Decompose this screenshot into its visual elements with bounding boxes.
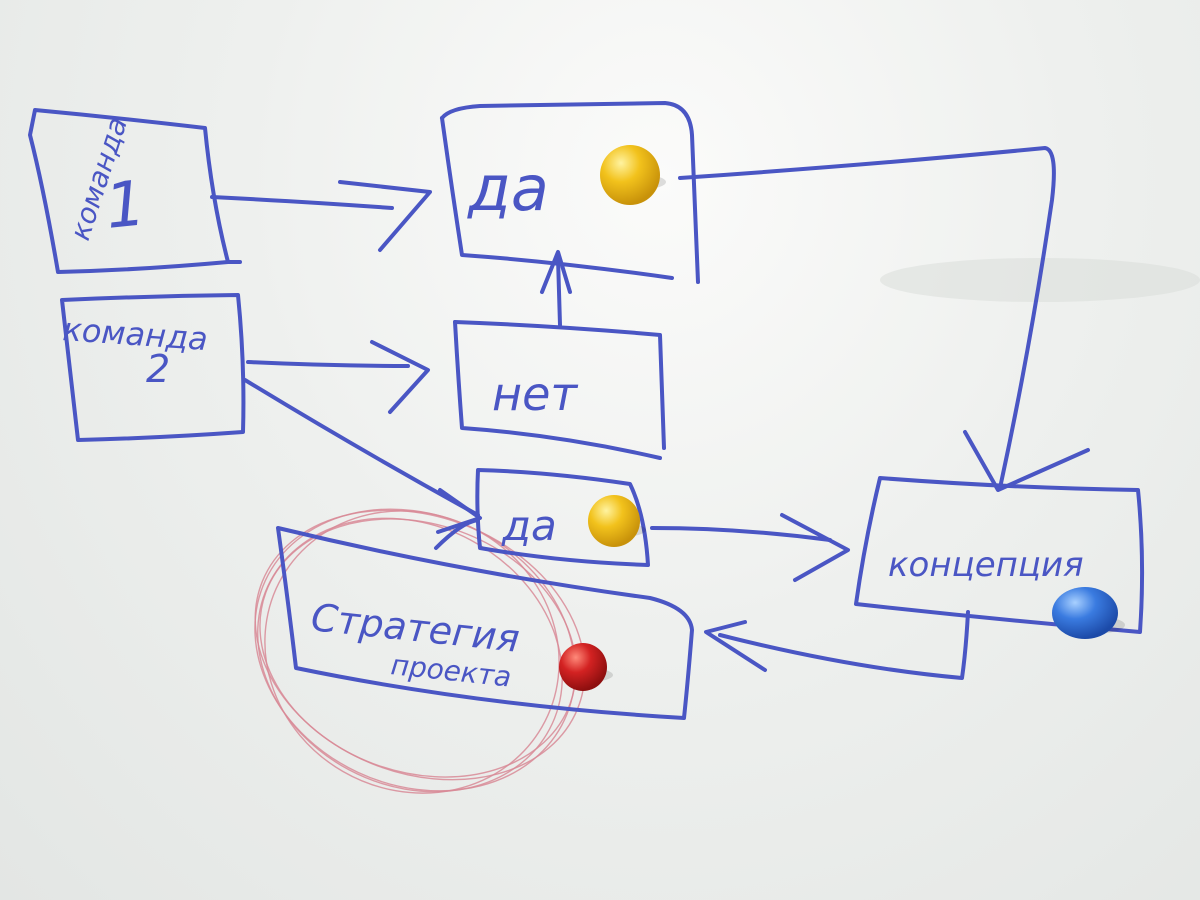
arrow-no-to-yes (540, 250, 572, 327)
arrow-team2-to-no (246, 340, 430, 414)
arrow-team2-to-yes-mid (243, 378, 482, 534)
concept-box (854, 476, 1145, 634)
strategy-box (276, 526, 694, 720)
yes-mid-box (475, 468, 650, 567)
arrow-concept-to-strategy (704, 610, 970, 680)
team2-box (60, 293, 246, 442)
yes-top-box-left (440, 116, 674, 280)
node-strategy: Стратегия проекта (276, 526, 694, 720)
no-box-top-right (453, 320, 666, 450)
arrow-yes-mid-to-concept (650, 513, 850, 582)
arrow-yes-top-to-concept (678, 146, 1090, 492)
magnet-blue[interactable] (1052, 587, 1125, 639)
magnet-yellow-mid[interactable] (588, 495, 646, 547)
magnet-red[interactable] (559, 643, 613, 691)
node-no: нет (453, 320, 666, 460)
arrow-team1-to-yes (210, 180, 432, 252)
node-team1: команда 1 (28, 108, 242, 274)
team2-number: 2 (146, 347, 170, 391)
team1-number: 1 (102, 166, 149, 243)
no-box-left-bottom (453, 320, 662, 460)
node-yes-mid: да (475, 468, 650, 567)
team2-label: команда (61, 310, 209, 358)
node-concept: концепция (854, 476, 1145, 634)
no-label: нет (492, 367, 578, 421)
magnet-yellow-top[interactable] (600, 145, 666, 205)
yes-top-label: да (467, 152, 549, 225)
node-yes-top: да (440, 101, 700, 284)
yes-top-box-right (440, 101, 700, 284)
strategy-connector (434, 518, 480, 550)
strategy-highlight-circle (254, 508, 586, 794)
yes-mid-label: да (501, 501, 557, 550)
concept-label: концепция (888, 545, 1084, 585)
node-team2: команда 2 (60, 293, 246, 442)
